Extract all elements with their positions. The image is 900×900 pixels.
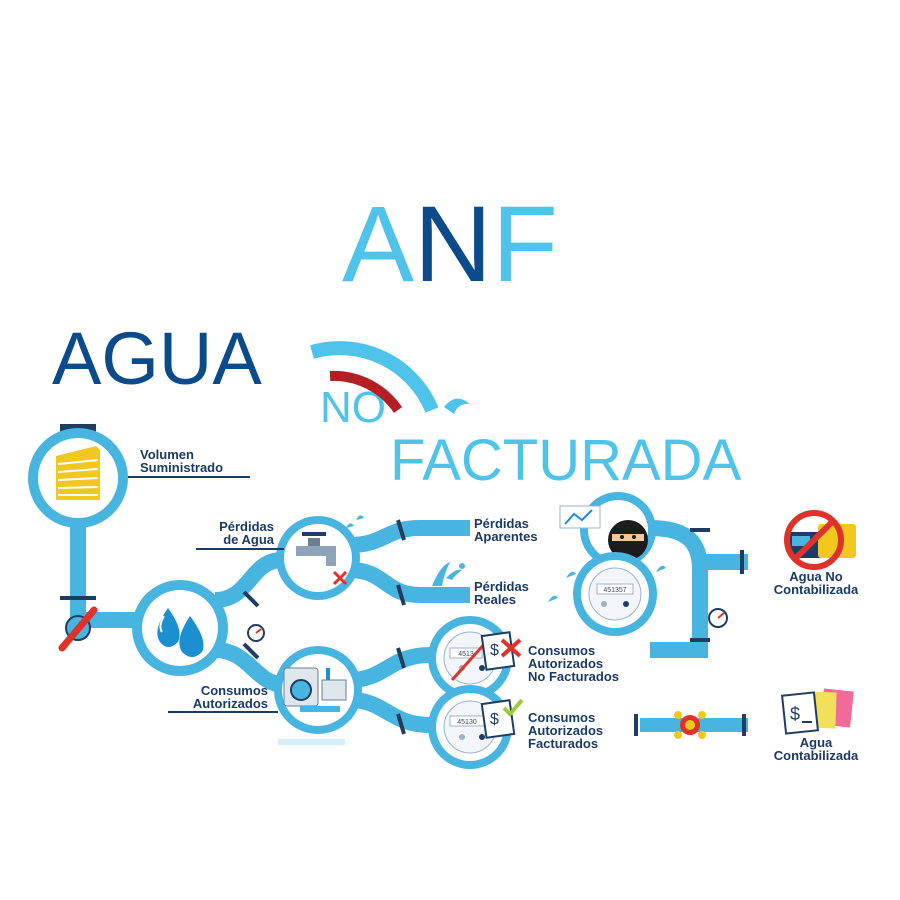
building-icon: [28, 428, 128, 528]
thief-icon: [559, 492, 656, 568]
meter-reading-no-facturados: 4513: [458, 651, 474, 658]
meter-reading-facturados: 45130: [457, 719, 477, 726]
bill-icon: $: [480, 631, 522, 671]
label-volumen-suministrado: Volumen Suministrado: [140, 447, 224, 475]
no-car-icon: [784, 510, 856, 570]
splash-icon: [346, 515, 364, 528]
agua-title: AGUA: [52, 317, 262, 400]
valve-icon: [674, 711, 706, 739]
anf-title: ANF: [0, 190, 900, 298]
meter-reading-reales: 451357: [603, 587, 626, 594]
anf-letter-n: N: [414, 183, 493, 304]
faucet-icon: [276, 516, 360, 600]
anf-letter-a: A: [341, 183, 415, 304]
bill-icon: $: [480, 698, 524, 739]
label-consumos-autorizados: Consumos Autorizados: [192, 683, 268, 711]
label-perdidas-de-agua: Pérdidas de Agua: [219, 519, 274, 547]
label-agua-contabilizada: Agua Contabilizada: [773, 735, 859, 763]
label-underline: [168, 711, 278, 713]
water-drops-icon: [132, 580, 228, 676]
pressure-gauge-icon: [708, 608, 728, 628]
water-meter-icon: 451357: [573, 552, 657, 636]
bill-icon: $: [781, 688, 854, 735]
svg-text:$: $: [490, 711, 499, 728]
label-underline: [196, 548, 284, 550]
label-agua-no-contabilizada: Agua No Contabilizada: [773, 569, 859, 597]
anf-letter-f: F: [492, 183, 559, 304]
splash-icon: [548, 565, 666, 602]
label-perdidas-reales: Pérdidas Reales: [474, 579, 529, 607]
label-underline: [128, 476, 250, 478]
leak-splash-icon: [432, 562, 465, 586]
label-consumos-facturados: Consumos Autorizados Facturados: [528, 710, 604, 751]
label-perdidas-aparentes: Pérdidas Aparentes: [474, 516, 538, 544]
label-consumos-no-facturados: Consumos Autorizados No Facturados: [528, 643, 620, 684]
svg-text:$: $: [490, 642, 499, 659]
pressure-gauge-icon: [247, 624, 265, 642]
washing-machine-icon: [274, 646, 362, 734]
red-valve-icon: [58, 606, 98, 652]
logo-arcs-icon: [310, 341, 470, 414]
svg-text:$: $: [790, 704, 800, 724]
facturada-title: FACTURADA: [390, 428, 742, 493]
